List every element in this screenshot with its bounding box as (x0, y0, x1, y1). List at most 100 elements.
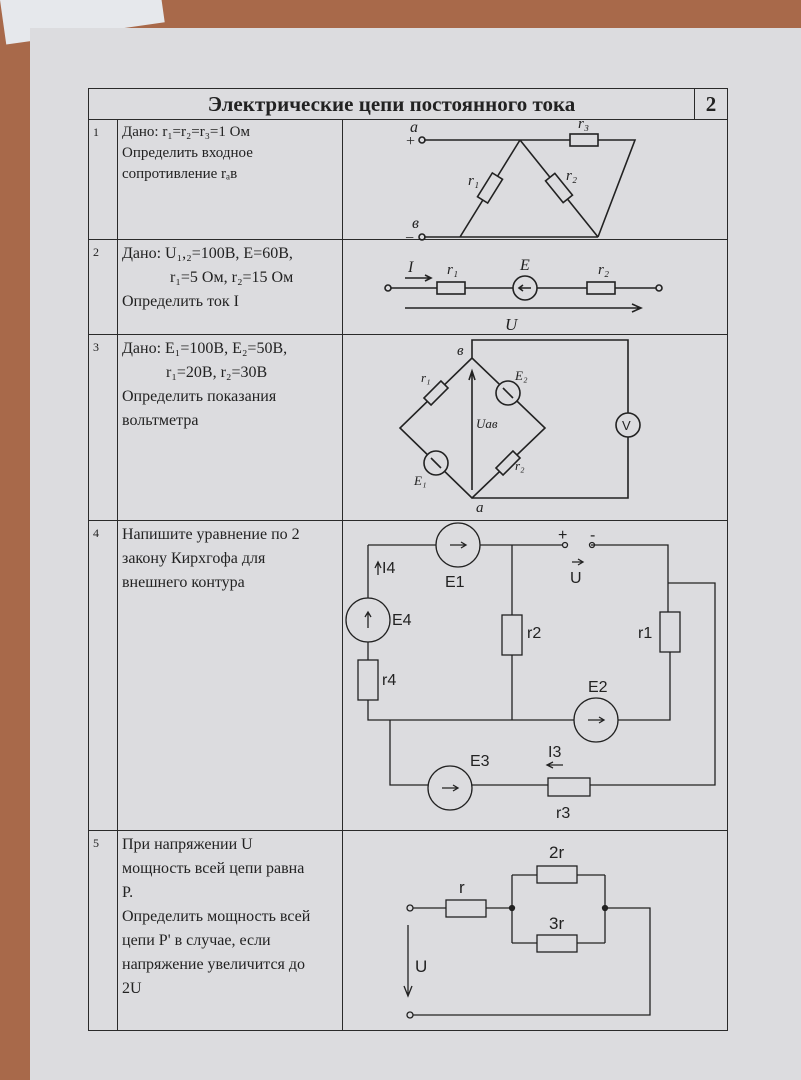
label-uab: Uав (476, 416, 498, 431)
circuit-diagram-1: a + в − r₃ r₁ r₂ (404, 116, 637, 247)
resistor-r3 (547, 777, 591, 797)
label-r1: r₁ (447, 262, 458, 278)
label-r2: r₂ (566, 168, 577, 184)
text-line: сопротивление rₐв (122, 166, 238, 182)
label-e3: E3 (470, 753, 490, 770)
resistor-r1 (659, 611, 681, 653)
node-label-b: в (412, 215, 419, 232)
text-line: Определить мощность всей (122, 908, 311, 925)
label-e1: E1 (445, 574, 465, 591)
text-line: 2U (122, 980, 142, 997)
resistor-r1 (422, 379, 450, 407)
circuit-diagram-3: V в a r₁ E₂ E₁ r₂ Uав (398, 339, 641, 516)
text-line: мощность всей цепи равна (122, 860, 305, 877)
resistor-r4 (357, 659, 379, 701)
task-text: Дано: E₁=100В, E₂=50В, r₁=20В, r₂=30В Оп… (117, 334, 343, 521)
text-line: цепи P' в случае, если (122, 932, 271, 949)
label-u: U (415, 957, 427, 976)
label-2r: 2r (549, 843, 564, 862)
emf-source-e (512, 275, 538, 301)
label-r: r (459, 878, 465, 897)
label-r3: r₃ (578, 116, 589, 132)
label-i3: I3 (548, 744, 561, 761)
plus-label: + (405, 133, 416, 150)
circuit-diagram-4: I4 E1 + - U E4 r2 r1 r4 E2 I3 E3 r3 (345, 522, 716, 822)
label-r2: r₂ (515, 458, 525, 473)
title-row: Электрические цепи постоянного тока 2 (88, 88, 728, 120)
label-r3: r3 (556, 805, 570, 822)
resistor-r2 (586, 281, 616, 295)
label-e4: E4 (392, 612, 412, 629)
voltage-arrow (405, 303, 643, 313)
label-r1: r₁ (421, 370, 431, 385)
text-line: Дано: r₁=r₂=r₃=1 Ом (122, 124, 250, 140)
task-number: 2 (88, 239, 118, 335)
text-line: напряжение увеличится до (122, 956, 306, 973)
text-line: P. (122, 884, 134, 901)
current-arrow-i3 (545, 761, 563, 769)
circuit-diagram-2: I r₁ E r₂ U (384, 257, 663, 334)
circuit-cell (342, 119, 728, 240)
text-line: Определить входное (122, 145, 253, 161)
label-r1: r1 (638, 625, 652, 642)
resistor-r1 (436, 281, 466, 295)
label-u: U (570, 570, 582, 587)
label-e2: E₂ (514, 368, 528, 383)
resistor-2r (536, 865, 578, 884)
page-title: Электрические цепи постоянного тока (88, 88, 695, 120)
node-label-b: в (457, 343, 464, 359)
text-line: Напишите уравнение по 2 (122, 526, 300, 543)
task-text: Напишите уравнение по 2 закону Кирхгофа … (117, 520, 343, 831)
text-line: Определить ток I (122, 293, 239, 310)
text-line: Определить показания (122, 388, 277, 405)
current-arrow (405, 274, 433, 282)
voltmeter (615, 412, 641, 438)
task-row: 1 Дано: r₁=r₂=r₃=1 Ом Определить входное… (88, 119, 728, 240)
circuit-cell (342, 520, 728, 831)
node-label-a: a (476, 500, 484, 516)
voltage-arrow-uab (468, 368, 476, 490)
task-row: 5 При напряжении U мощность всей цепи ра… (88, 830, 728, 1031)
circuit-diagram-5: r 2r 3r U (403, 843, 651, 1019)
label-e: E (519, 257, 530, 274)
resistor-r2 (501, 614, 523, 656)
label-r4: r4 (382, 672, 396, 689)
minus-label: − (404, 230, 415, 247)
resistor-3r (536, 934, 578, 953)
text-line: Дано: U₁,₂=100В, E=60В, (122, 245, 293, 262)
node-label-a: a (410, 119, 418, 136)
label-i: I (407, 259, 414, 276)
task-table: Электрические цепи постоянного тока 2 1 … (88, 88, 728, 1031)
minus-label: - (590, 527, 595, 544)
label-3r: 3r (549, 914, 564, 933)
label-i4: I4 (382, 560, 395, 577)
resistor-r2 (544, 172, 574, 204)
task-row: 3 Дано: E₁=100В, E₂=50В, r₁=20В, r₂=30В … (88, 334, 728, 521)
resistor-r (445, 899, 487, 918)
label-r1: r₁ (468, 173, 479, 189)
resistor-r1 (476, 171, 504, 205)
text-line: Дано: E₁=100В, E₂=50В, (122, 340, 288, 357)
resistor-r3 (569, 133, 599, 147)
circuit-cell (342, 239, 728, 335)
plus-label: + (558, 527, 567, 544)
voltage-arrow-u (403, 925, 413, 998)
text-line: вольтметра (122, 412, 199, 429)
resistor-r2 (494, 449, 522, 477)
task-row: 4 Напишите уравнение по 2 закону Кирхгоф… (88, 520, 728, 831)
label-e1: E₁ (413, 473, 426, 488)
text-line: r₁=5 Ом, r₂=15 Ом (170, 269, 294, 286)
text-line: r₁=20В, r₂=30В (166, 364, 268, 381)
circuit-cell (342, 830, 728, 1031)
voltage-arrow-u (572, 558, 585, 566)
label-e2: E2 (588, 679, 608, 696)
current-arrow-i4 (374, 560, 382, 575)
label-u: U (505, 315, 519, 334)
task-text: При напряжении U мощность всей цепи равн… (117, 830, 343, 1031)
text-line: При напряжении U (122, 836, 253, 853)
label-r2: r2 (527, 625, 541, 642)
text-line: закону Кирхгофа для (122, 550, 266, 567)
task-text: Дано: r₁=r₂=r₃=1 Ом Определить входное с… (117, 119, 343, 240)
voltmeter-label: V (622, 418, 631, 433)
